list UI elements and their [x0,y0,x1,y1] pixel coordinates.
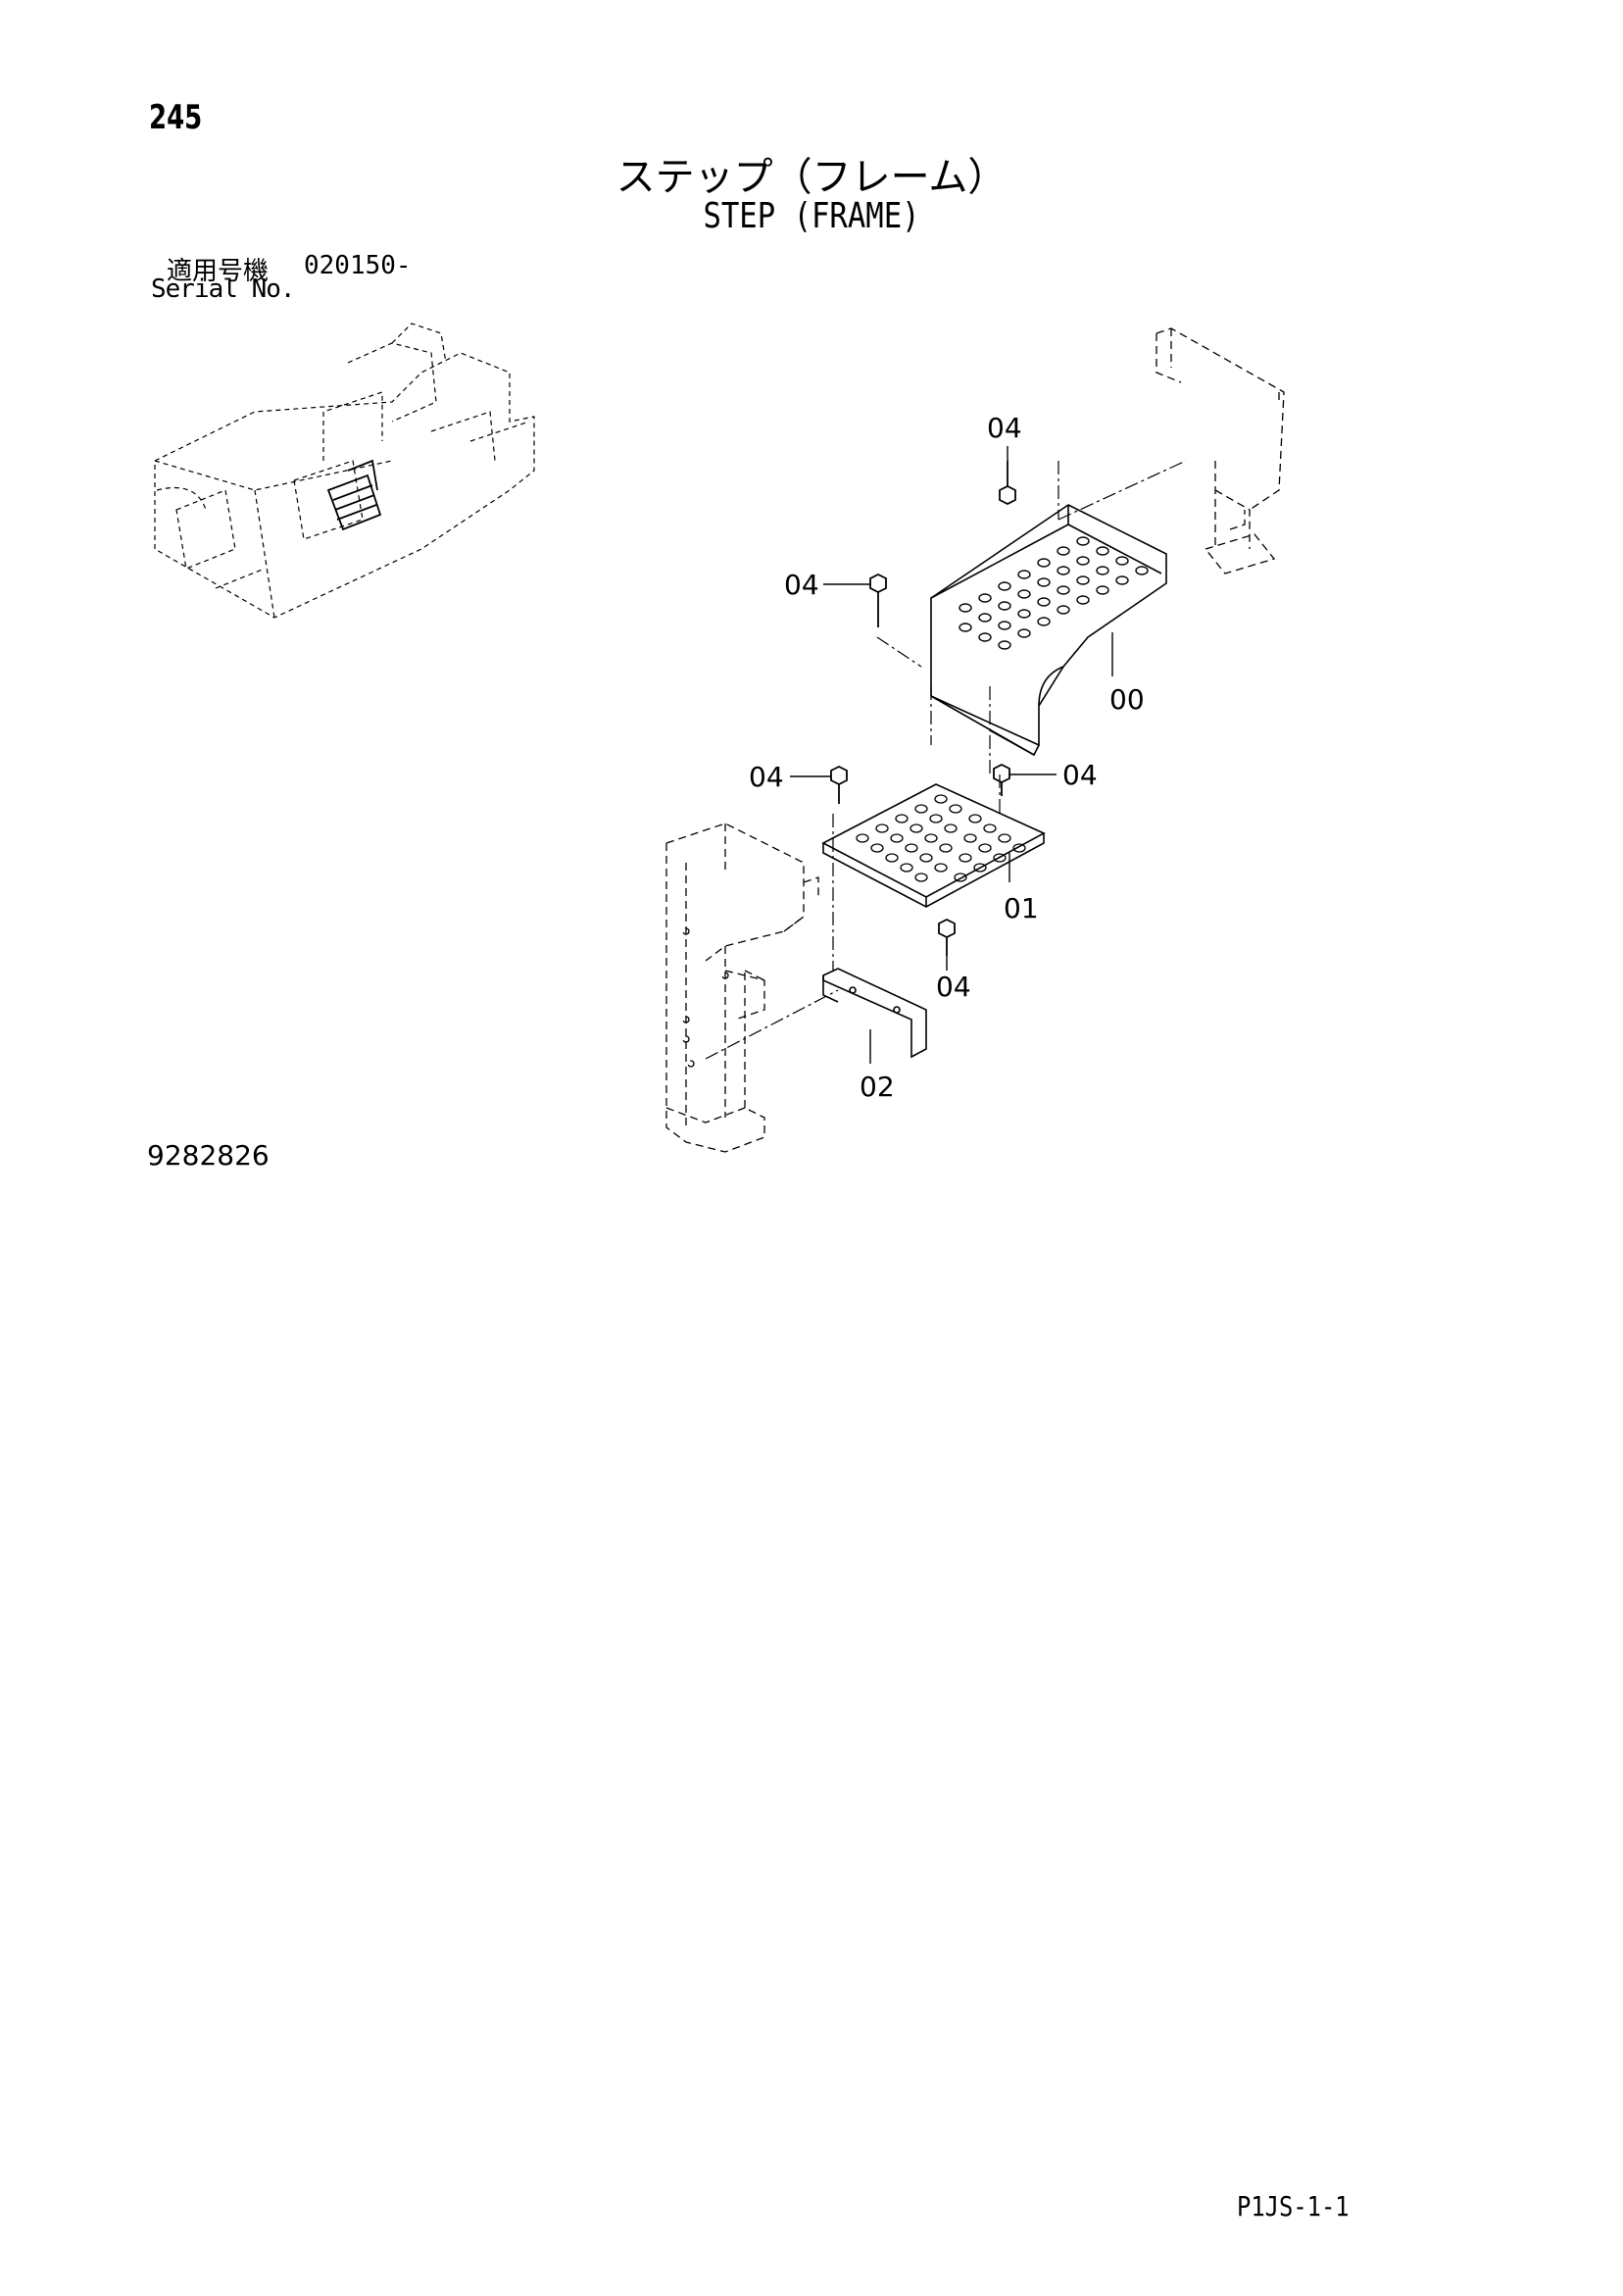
bolt-04-lower [938,918,956,956]
page-title-japanese: ステップ（フレーム） [615,155,1008,200]
bracket-part-02 [822,968,927,1059]
bolt-04-right-middle [993,763,1010,796]
assembly-center-lines [705,460,1187,1060]
page-number: 245 [149,98,203,137]
bolt-04-top [999,461,1016,506]
page-title-english: STEP (FRAME) [703,196,920,236]
bolt-04-left-middle [830,765,848,804]
serial-label-japanese: 適用号機 [167,257,270,286]
serial-label-english: Serial No. [151,275,296,304]
callout-leaders [790,446,1113,1064]
callout-label: 00 [1109,683,1145,716]
step-highlight-overview [326,459,382,531]
step-plate-part-01 [821,783,1046,908]
callout-label: 01 [1004,892,1039,924]
callout-label: 04 [987,412,1022,444]
machine-overview-illustration [154,323,535,619]
serial-number-value: 020150- [304,251,412,280]
callout-label: 04 [936,971,971,1003]
upper-bracket-illustration [1156,327,1285,574]
lower-frame-column-illustration [665,823,819,1153]
step-cover-part-00 [930,504,1167,757]
callout-label: 02 [860,1071,895,1103]
callout-label: 04 [749,761,784,793]
callout-label: 04 [784,569,819,601]
step-cover-perforations [959,536,1149,650]
step-plate-perforations [856,794,1026,882]
drawing-number: 9282826 [147,1139,270,1172]
callout-label: 04 [1062,759,1098,791]
footer-code: P1JS-1-1 [1237,2190,1350,2222]
bolt-04-left-upper [869,573,887,627]
